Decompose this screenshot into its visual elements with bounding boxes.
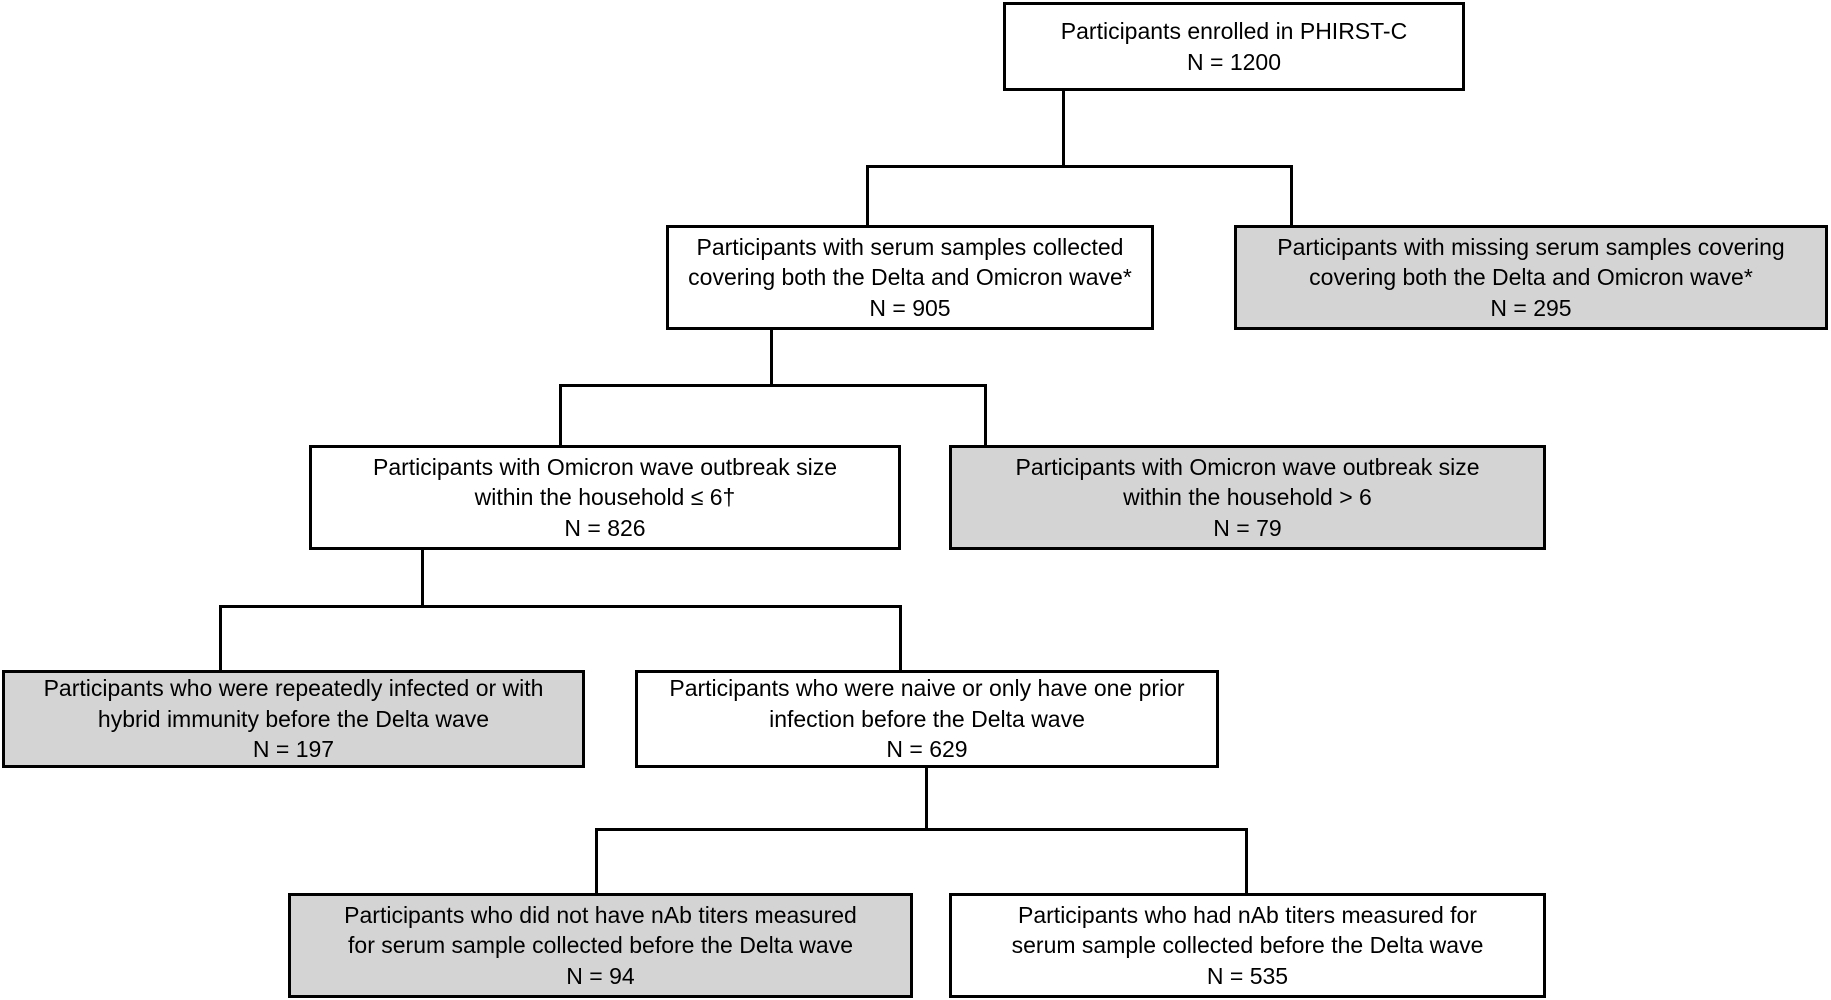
connector-to-outbreak-gt6 (984, 384, 987, 447)
node-serum-present: Participants with serum samples collecte… (666, 225, 1154, 330)
connector-naive-one-prior-stem (925, 768, 928, 830)
connector-level2-bus (559, 384, 987, 387)
node-outbreak-gt6: Participants with Omicron wave outbreak … (949, 445, 1546, 550)
node-serum-missing-line2: covering both the Delta and Omicron wave… (1309, 264, 1753, 291)
node-nab-not-measured: Participants who did not have nAb titers… (288, 893, 913, 998)
node-outbreak-le6: Participants with Omicron wave outbreak … (309, 445, 901, 550)
connector-enrolled-stem (1062, 90, 1065, 168)
connector-to-repeat-hybrid (219, 605, 222, 671)
node-serum-present-line2: covering both the Delta and Omicron wave… (688, 264, 1132, 291)
node-repeat-hybrid: Participants who were repeatedly infecte… (2, 670, 585, 768)
node-nab-not-measured-count: N = 94 (566, 962, 635, 989)
node-serum-present-count: N = 905 (869, 294, 951, 321)
node-repeat-hybrid-line1: Participants who were repeatedly infecte… (43, 675, 544, 702)
node-enrolled: Participants enrolled in PHIRST-C N = 12… (1003, 2, 1465, 91)
connector-to-serum-present (866, 165, 869, 227)
node-outbreak-gt6-line2: within the household > 6 (1123, 484, 1372, 511)
node-nab-measured-line2: serum sample collected before the Delta … (1011, 932, 1484, 959)
node-naive-one-prior: Participants who were naive or only have… (635, 670, 1219, 768)
node-enrolled-line1: Participants enrolled in PHIRST-C (1060, 18, 1408, 45)
node-serum-missing: Participants with missing serum samples … (1234, 225, 1828, 330)
node-repeat-hybrid-line2: hybrid immunity before the Delta wave (97, 705, 490, 732)
connector-level1-bus (866, 165, 1293, 168)
node-naive-one-prior-line1: Participants who were naive or only have… (669, 675, 1185, 702)
connector-level4-bus (595, 828, 1248, 831)
node-serum-present-line1: Participants with serum samples collecte… (696, 233, 1124, 260)
connector-to-outbreak-le6 (559, 384, 562, 447)
node-nab-measured-count: N = 535 (1206, 962, 1289, 989)
connector-to-serum-missing (1290, 165, 1293, 227)
node-serum-missing-count: N = 295 (1490, 294, 1572, 321)
connector-outbreak-le6-stem (421, 550, 424, 608)
node-nab-measured: Participants who had nAb titers measured… (949, 893, 1546, 998)
node-nab-not-measured-line2: for serum sample collected before the De… (348, 932, 853, 959)
connector-to-nab-not-measured (595, 828, 598, 894)
node-serum-missing-line1: Participants with missing serum samples … (1277, 233, 1785, 260)
connector-serum-present-stem (770, 330, 773, 387)
node-outbreak-gt6-line1: Participants with Omicron wave outbreak … (1015, 453, 1480, 480)
node-outbreak-le6-line1: Participants with Omicron wave outbreak … (372, 453, 838, 480)
node-outbreak-gt6-count: N = 79 (1213, 514, 1282, 541)
node-outbreak-le6-line2: within the household ≤ 6† (474, 484, 736, 511)
node-outbreak-le6-count: N = 826 (564, 514, 646, 541)
node-nab-not-measured-line1: Participants who did not have nAb titers… (344, 901, 857, 928)
connector-level3-bus (219, 605, 902, 608)
node-nab-measured-line1: Participants who had nAb titers measured… (1018, 901, 1477, 928)
connector-to-naive-one-prior (899, 605, 902, 671)
node-naive-one-prior-count: N = 629 (886, 736, 968, 763)
node-naive-one-prior-line2: infection before the Delta wave (769, 705, 1085, 732)
connector-to-nab-measured (1245, 828, 1248, 894)
node-repeat-hybrid-count: N = 197 (252, 736, 335, 763)
node-enrolled-count: N = 1200 (1187, 48, 1281, 75)
